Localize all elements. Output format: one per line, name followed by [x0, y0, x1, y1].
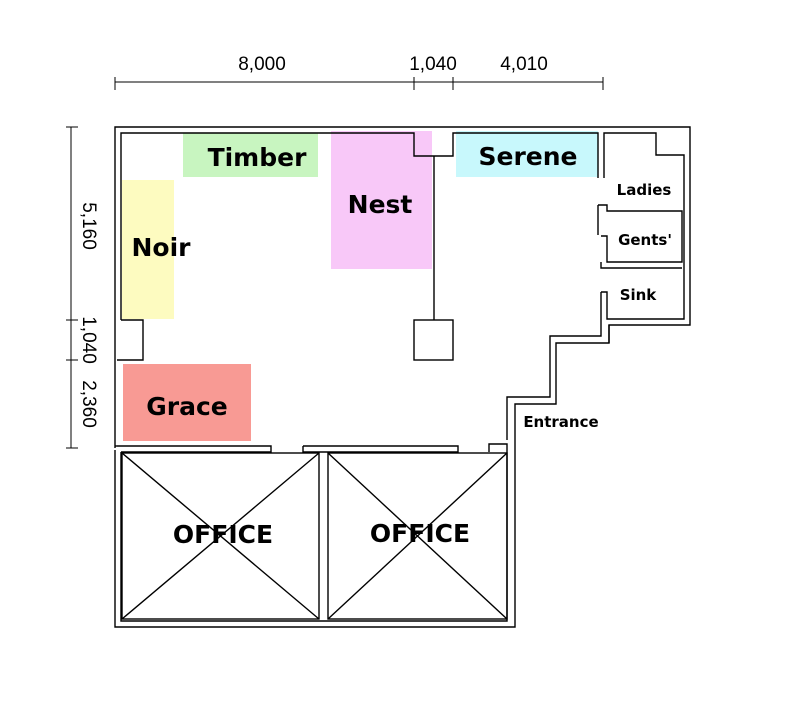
room-grace-label: Grace: [146, 392, 228, 421]
room-nest-area[interactable]: [331, 131, 432, 269]
dim-left-3: 2,360: [78, 380, 99, 428]
office-label-right: OFFICE: [370, 519, 470, 548]
office-block-left[interactable]: [121, 452, 320, 620]
top-dimension-line: [114, 77, 604, 90]
room-noir-label: Noir: [132, 233, 192, 262]
room-nest-label: Nest: [348, 190, 413, 219]
ladies-label: Ladies: [617, 181, 672, 199]
dim-top-3: 4,010: [500, 54, 548, 75]
dim-left-2: 1,040: [78, 316, 99, 364]
room-timber-area[interactable]: [183, 133, 318, 177]
room-serene-area[interactable]: [456, 131, 598, 177]
left-dimension-line: [66, 126, 78, 449]
gents-label: Gents': [618, 231, 672, 249]
dim-left-1: 5,160: [78, 202, 99, 250]
dim-top-1: 8,000: [238, 54, 286, 75]
office-block-right[interactable]: [327, 452, 508, 620]
room-serene-label: Serene: [479, 142, 578, 171]
sink-label: Sink: [620, 286, 658, 304]
office-label-left: OFFICE: [173, 520, 273, 549]
room-timber-label: Timber: [208, 143, 308, 172]
dim-top-2: 1,040: [409, 54, 457, 75]
room-grace-area[interactable]: [123, 364, 251, 441]
entrance-label: Entrance: [523, 413, 598, 431]
room-noir-area[interactable]: [122, 180, 174, 319]
